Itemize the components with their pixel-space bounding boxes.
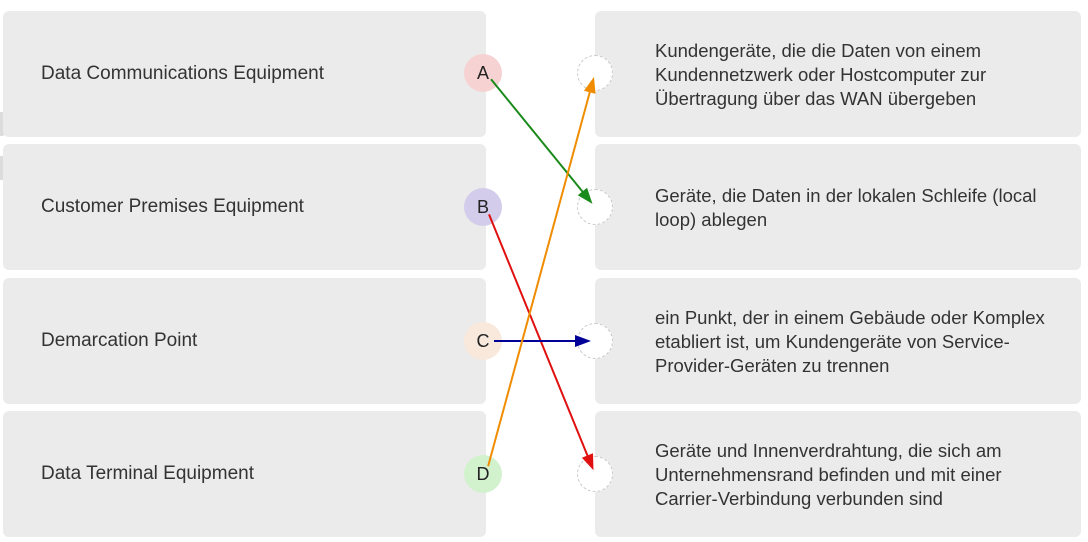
term-label: Customer Premises Equipment xyxy=(41,196,304,217)
term-card-b[interactable]: Customer Premises Equipment xyxy=(3,144,486,270)
drop-target-3[interactable] xyxy=(577,323,613,359)
definition-text: ein Punkt, der in einem Gebäude oder Kom… xyxy=(655,307,1045,376)
definition-card-4[interactable]: Geräte und Innenverdrahtung, die sich am… xyxy=(595,411,1081,537)
term-label: Data Communications Equipment xyxy=(41,63,325,84)
term-card-a[interactable]: Data Communications Equipment xyxy=(3,11,486,137)
handle-d[interactable]: D xyxy=(464,455,502,493)
term-card-d[interactable]: Data Terminal Equipment xyxy=(3,411,486,537)
handle-c[interactable]: C xyxy=(464,322,502,360)
connection-line-a xyxy=(490,78,585,194)
drop-target-2[interactable] xyxy=(577,189,613,225)
edge-tab xyxy=(0,156,5,180)
handle-a[interactable]: A xyxy=(464,54,502,92)
definition-card-2[interactable]: Geräte, die Daten in der lokalen Schleif… xyxy=(595,144,1081,270)
definition-card-1[interactable]: Kundengeräte, die die Daten von einem Ku… xyxy=(595,11,1081,137)
drop-target-1[interactable] xyxy=(577,55,613,91)
drop-target-4[interactable] xyxy=(577,456,613,492)
connection-line-b xyxy=(488,214,590,458)
connection-line-d xyxy=(487,90,592,467)
definition-card-3[interactable]: ein Punkt, der in einem Gebäude oder Kom… xyxy=(595,278,1081,404)
term-label: Data Terminal Equipment xyxy=(41,463,254,484)
definition-text: Kundengeräte, die die Daten von einem Ku… xyxy=(655,40,987,109)
definition-text: Geräte, die Daten in der lokalen Schleif… xyxy=(655,185,1037,230)
definition-text: Geräte und Innenverdrahtung, die sich am… xyxy=(655,440,1002,509)
handle-b[interactable]: B xyxy=(464,188,502,226)
edge-tab xyxy=(0,112,5,136)
term-card-c[interactable]: Demarcation Point xyxy=(3,278,486,404)
term-label: Demarcation Point xyxy=(41,330,198,351)
